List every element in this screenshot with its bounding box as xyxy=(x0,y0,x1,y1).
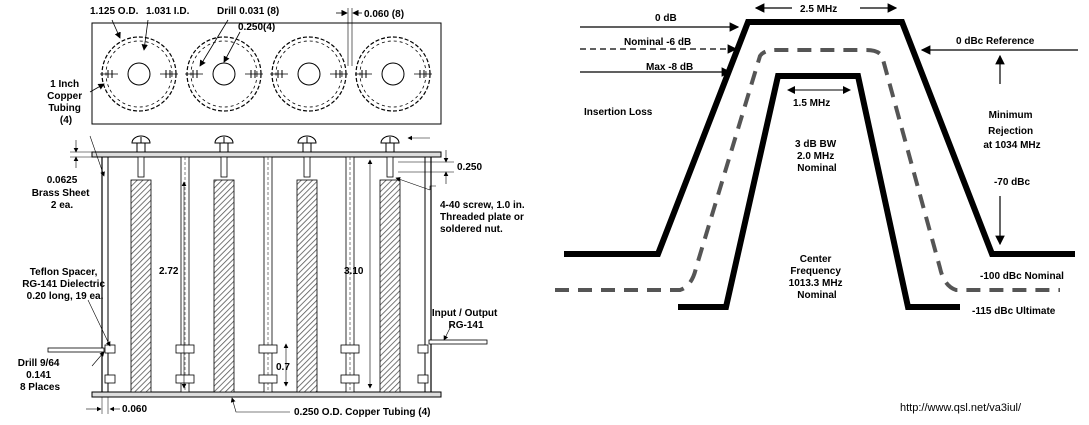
gap-label: 0.060 (8) xyxy=(364,9,404,20)
dim-060-label: 0.060 xyxy=(122,404,147,415)
brass-top-plate xyxy=(91,151,442,158)
resonator-rod xyxy=(296,179,318,393)
minus70-label: -70 dBc xyxy=(994,177,1031,188)
copper-bottom-label: 0.250 O.D. Copper Tubing (4) xyxy=(294,407,431,418)
outer-mask-line xyxy=(564,19,1075,257)
bw-15-label: 1.5 MHz xyxy=(793,98,830,109)
max-8-label: Max -8 dB xyxy=(646,62,693,73)
ref-0dbc-label: 0 dBc Reference xyxy=(956,36,1035,47)
resonator-rod xyxy=(213,179,235,393)
copper-tubing-label: 1 Inch Copper Tubing (4) xyxy=(47,79,85,126)
center-freq-label: Center Frequency 1013.3 MHz Nominal xyxy=(789,254,846,301)
io-note: Input / Output RG-141 xyxy=(432,308,500,331)
coupling-tube xyxy=(180,156,355,393)
nominal-6-label: Nominal -6 dB xyxy=(624,37,691,48)
mechanical-drawing: 1.125 O.D. 1.031 I.D. Drill 0.031 (8) 0.… xyxy=(18,6,527,418)
drill-964-note: Drill 9/64 0.141 8 Places xyxy=(18,358,62,393)
source-url[interactable]: http://www.qsl.net/va3iul/ xyxy=(900,402,1022,414)
top-plate-outline xyxy=(91,22,442,125)
resonator-top-view xyxy=(355,36,432,112)
brass-sheet-label: Brass Sheet 2 ea. xyxy=(32,188,93,211)
screw-note: 4-40 screw, 1.0 in. Threaded plate or so… xyxy=(440,200,527,235)
dim-250-label: 0.250 xyxy=(457,162,482,173)
insertion-loss-label: Insertion Loss xyxy=(584,107,653,118)
tuning-screw xyxy=(131,135,151,178)
nominal-response-dashed xyxy=(555,48,1060,292)
spacing-label: 0.250(4) xyxy=(238,22,275,33)
tuning-screw xyxy=(380,135,400,178)
zero-db-label: 0 dB xyxy=(655,13,677,24)
minus115-label: -115 dBc Ultimate xyxy=(972,306,1056,317)
id-label: 1.031 I.D. xyxy=(146,6,190,17)
response-mask-diagram: 2.5 MHz 0 dB Nominal -6 dB Max -8 dB Ins… xyxy=(555,3,1078,317)
bw-25-label: 2.5 MHz xyxy=(800,4,837,15)
brass-bottom-plate xyxy=(91,391,442,398)
od-label: 1.125 O.D. xyxy=(90,6,139,17)
bw-3db-label: 3 dB BW 2.0 MHz Nominal xyxy=(795,139,839,174)
resonator-rod xyxy=(130,179,152,393)
inner-mask-line xyxy=(678,73,960,310)
minus100-label: -100 dBc Nominal xyxy=(980,271,1064,282)
dim-07-label: 0.7 xyxy=(276,362,290,373)
dim-272-label: 2.72 xyxy=(159,266,179,277)
min-rejection-label: Minimum Rejection at 1034 MHz xyxy=(983,110,1040,151)
tuning-screw xyxy=(297,135,317,178)
input-connector xyxy=(47,347,105,353)
drill-small-label: Drill 0.031 (8) xyxy=(217,6,279,17)
tuning-screw xyxy=(214,135,234,178)
teflon-note: Teflon Spacer, RG-141 Dielectric 0.20 lo… xyxy=(22,267,108,302)
brass-thickness-label: 0.0625 xyxy=(47,175,78,186)
dim-310-label: 3.10 xyxy=(344,266,364,277)
resonator-rod xyxy=(379,179,401,393)
resonator-top-view xyxy=(100,36,178,112)
resonator-top-view xyxy=(270,36,348,112)
resonator-top-view xyxy=(185,36,263,112)
output-connector xyxy=(428,339,488,345)
